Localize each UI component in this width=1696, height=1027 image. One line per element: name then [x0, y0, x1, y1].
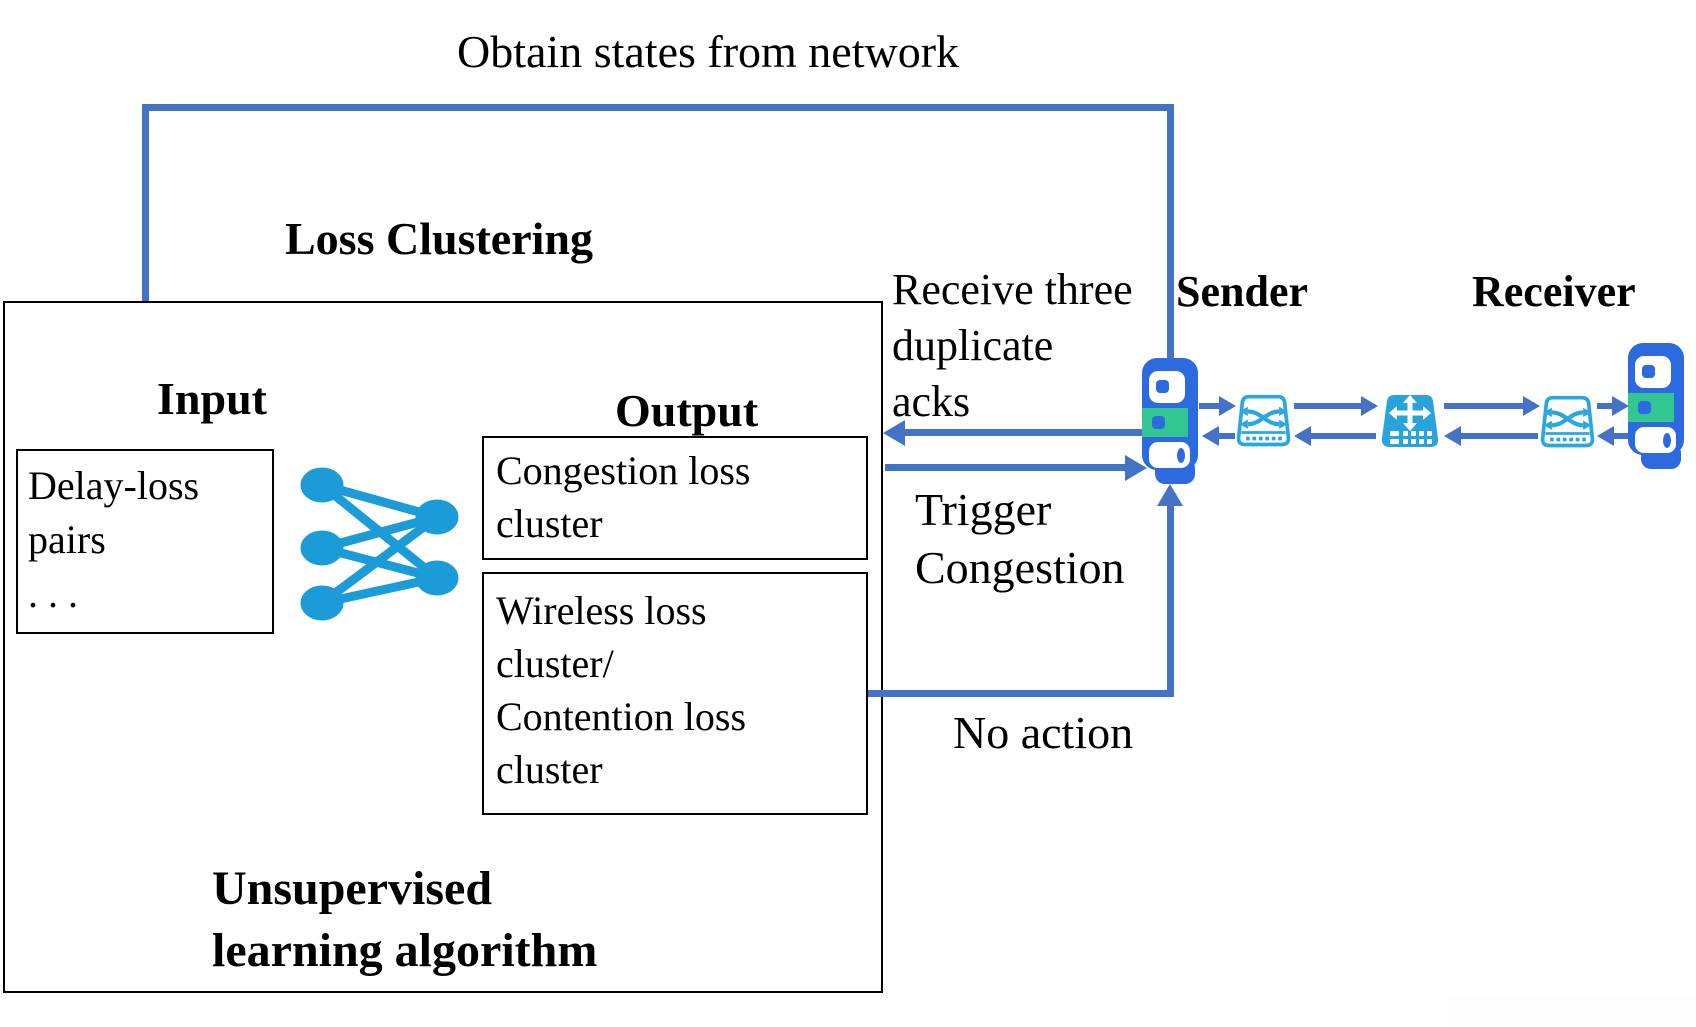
arrow-router-to-switch1-line	[1310, 433, 1376, 439]
switch-icon-2	[1540, 395, 1595, 448]
receiver-label: Receiver	[1472, 267, 1636, 316]
arrowhead-switch1-to-router	[1361, 396, 1378, 416]
input-label: Input	[157, 373, 267, 424]
congestion-loss-cluster-box: Congestion loss cluster	[482, 436, 868, 560]
delay-loss-line3: . . .	[28, 571, 78, 616]
trigger-line1: Trigger	[915, 484, 1052, 535]
trigger-congestion-annotation: Trigger Congestion	[915, 481, 1125, 597]
output-label: Output	[615, 385, 759, 436]
wireless-box-line1: Wireless loss	[496, 588, 707, 633]
congestion-box-line2: cluster	[496, 501, 603, 546]
trigger-line2: Congestion	[915, 542, 1125, 593]
delay-loss-line2: pairs	[28, 517, 106, 562]
arrowhead-switch1-to-sender	[1202, 426, 1219, 446]
obtain-states-line-left-vertical	[142, 104, 149, 427]
arrow-router-to-switch2-line	[1444, 403, 1524, 409]
sender-host-icon	[1142, 358, 1198, 484]
arrowhead-right-trigger-congestion	[1125, 455, 1147, 481]
arrow-sender-to-switch1-line	[1199, 403, 1221, 409]
arrowhead-up-no-action	[1157, 484, 1183, 506]
arrow-switch1-to-sender-line	[1218, 433, 1235, 439]
arrow-receiver-to-switch2-line	[1613, 433, 1628, 439]
no-action-annotation: No action	[953, 707, 1134, 758]
wireless-box-line2: cluster/	[496, 641, 614, 686]
congestion-box-line1: Congestion loss	[496, 448, 751, 493]
receiver-host-icon	[1628, 343, 1684, 469]
obtain-states-line-horizontal	[142, 104, 1174, 111]
delay-loss-pairs-box: Delay-loss pairs . . .	[16, 449, 274, 634]
arrow-switch2-to-receiver-line	[1597, 403, 1614, 409]
wireless-box-line4: cluster	[496, 747, 603, 792]
arrowhead-switch2-to-receiver	[1612, 396, 1629, 416]
trigger-congestion-arrow-line	[885, 464, 1127, 471]
arrowhead-router-to-switch1	[1294, 426, 1311, 446]
receive-acks-arrow-line	[903, 429, 1142, 436]
arrow-switch2-to-router-line	[1460, 433, 1538, 439]
no-action-line-vertical	[1167, 506, 1174, 697]
corner-artifact	[1448, 995, 1696, 1027]
algorithm-caption-line1: Unsupervised	[212, 862, 493, 915]
router-icon	[1381, 395, 1439, 447]
arrowhead-sender-to-switch1	[1219, 396, 1236, 416]
wireless-box-line3: Contention loss	[496, 694, 747, 739]
no-action-line-horizontal	[868, 690, 1174, 697]
receive-acks-annotation: Receive three duplicate acks	[892, 262, 1133, 430]
algorithm-caption: Unsupervised learning algorithm	[212, 858, 597, 982]
diagram-title: Obtain states from network	[457, 26, 960, 77]
loss-clustering-heading: Loss Clustering	[285, 213, 593, 264]
obtain-states-line-right-vertical	[1167, 104, 1174, 358]
receive-acks-line1: Receive three	[892, 265, 1133, 314]
algorithm-caption-line2: learning algorithm	[212, 924, 598, 977]
arrowhead-left-receive-acks	[883, 420, 905, 446]
delay-loss-line1: Delay-loss	[28, 463, 200, 508]
arrow-switch1-to-router-line	[1294, 403, 1362, 409]
wireless-contention-cluster-box: Wireless loss cluster/ Contention loss c…	[482, 572, 868, 815]
neural-network-icon	[300, 467, 459, 621]
receive-acks-line2: duplicate	[892, 321, 1054, 370]
arrowhead-receiver-to-switch2	[1597, 426, 1614, 446]
arrowhead-switch2-to-router	[1444, 426, 1461, 446]
arrowhead-router-to-switch2	[1523, 396, 1540, 416]
sender-label: Sender	[1176, 267, 1308, 316]
receive-acks-line3: acks	[892, 377, 971, 426]
switch-icon-1	[1236, 394, 1291, 447]
